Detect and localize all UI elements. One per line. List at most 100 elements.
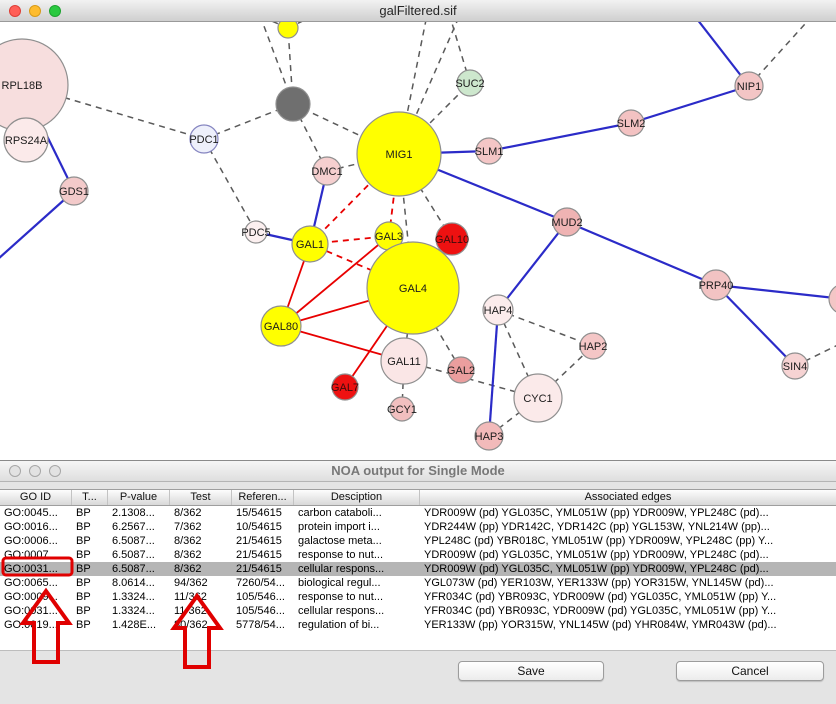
edge-gal11-gcy1[interactable] [401,360,405,410]
edge-gds1-off[interactable] [0,190,75,268]
node-hap3[interactable] [474,421,504,451]
node-hap4[interactable] [482,294,514,326]
edge-gal10-mig1[interactable] [398,153,453,240]
edge-mud2-prp40[interactable] [566,220,717,287]
table-cell: GO:0031... [4,605,58,617]
close-button[interactable] [9,5,21,17]
node-topyellow[interactable] [277,22,299,39]
column-header[interactable]: P-value [108,490,170,505]
table-cell: YFR034C (pd) YBR093C, YDR009W (pd) YGL03… [424,605,777,617]
table-cell: 11/362 [174,605,207,617]
node-gds1[interactable] [59,176,89,206]
node-gal80[interactable] [260,305,302,347]
edge-darkgray-mig1[interactable] [292,103,400,155]
node-dmc1[interactable] [312,156,342,186]
node-label-gal3: GAL3 [375,231,403,243]
edge-gal80-gal3[interactable] [280,235,390,327]
minimize-button[interactable] [29,5,41,17]
edge-rpl18b-pdc1[interactable] [21,84,205,140]
node-gal4[interactable] [366,241,460,335]
node-label-sin4: SIN4 [783,361,807,373]
node-rightpartial[interactable] [828,284,836,314]
column-header[interactable]: Associated edges [584,491,672,503]
table-cell: BP [76,563,91,575]
table-cell: 6.5087... [112,563,155,575]
node-cyc1[interactable] [513,373,563,423]
table-cell: 6.2567... [112,521,155,533]
node-mig1[interactable] [356,111,442,197]
table-cell: 7260/54... [236,577,285,589]
column-header[interactable]: T... [72,490,108,505]
save-button[interactable]: Save [458,661,604,681]
zoom-button[interactable] [49,5,61,17]
column-header[interactable]: GO ID [0,490,72,505]
close-button[interactable] [9,465,21,477]
table-cell: YGL073W (pd) YER103W, YER133W (pp) YOR31… [424,577,774,589]
table-cell: response to nut... [298,591,383,603]
node-gcy1[interactable] [389,396,415,422]
table-cell: 6.5087... [112,535,155,547]
edge-pdc1-pdc5[interactable] [203,138,257,233]
table-cell: 6.5087... [112,549,155,561]
node-label-hap4: HAP4 [484,305,513,317]
edge-gal4-gal1[interactable] [309,243,414,289]
node-pdc1[interactable] [189,124,219,154]
node-gal10[interactable] [435,222,469,256]
node-label-gal80: GAL80 [264,321,298,333]
node-label-prp40: PRP40 [699,280,734,292]
edge-prp40-rightpartial[interactable] [715,283,836,300]
node-darkgray[interactable] [275,86,311,122]
node-label-gal11: GAL11 [387,356,420,368]
edge-slm2-nip1[interactable] [630,84,750,125]
node-gal7[interactable] [331,373,359,401]
minimize-button[interactable] [29,465,41,477]
table-cell: GO:0019... [4,619,58,631]
edge-hap4-hap3[interactable] [487,309,500,437]
table-cell: YDR009W (pd) YGL035C, YML051W (pp) YDR00… [424,507,769,519]
node-gal2[interactable] [447,356,475,384]
cancel-button[interactable]: Cancel [676,661,824,681]
column-header[interactable]: Referen... [232,490,294,505]
node-rps24a[interactable] [3,117,49,163]
node-label-slm1: SLM1 [475,146,504,158]
node-label-gds1: GDS1 [59,186,89,198]
node-slm1[interactable] [475,137,503,165]
network-titlebar[interactable]: galFiltered.sif [0,0,836,22]
table-cell: GO:0016... [4,521,58,533]
node-prp40[interactable] [700,269,732,301]
zoom-button[interactable] [49,465,61,477]
node-hap2[interactable] [579,332,607,360]
node-sin4[interactable] [781,352,809,380]
node-mud2[interactable] [552,207,582,237]
column-header[interactable]: Desciption [294,490,420,505]
edge-hap4-hap2[interactable] [497,309,594,347]
table-cell: 94/362 [174,577,208,589]
edge-prp40-sin4[interactable] [715,284,796,367]
node-pdc5[interactable] [244,220,268,244]
column-header[interactable]: Test [170,490,232,505]
edge-nip1-off[interactable] [748,22,814,87]
node-gal11[interactable] [380,337,428,385]
edge-slm1-slm2[interactable] [488,121,632,153]
node-label-gal7: GAL7 [331,382,359,394]
edge-nip1-off[interactable] [690,22,750,87]
edge-mud2-hap4[interactable] [497,221,568,311]
noa-titlebar[interactable]: NOA output for Single Mode [0,461,836,482]
node-nip1[interactable] [734,71,764,101]
node-suc2[interactable] [456,69,484,97]
node-gal1[interactable] [291,225,329,263]
node-slm2[interactable] [617,109,645,137]
